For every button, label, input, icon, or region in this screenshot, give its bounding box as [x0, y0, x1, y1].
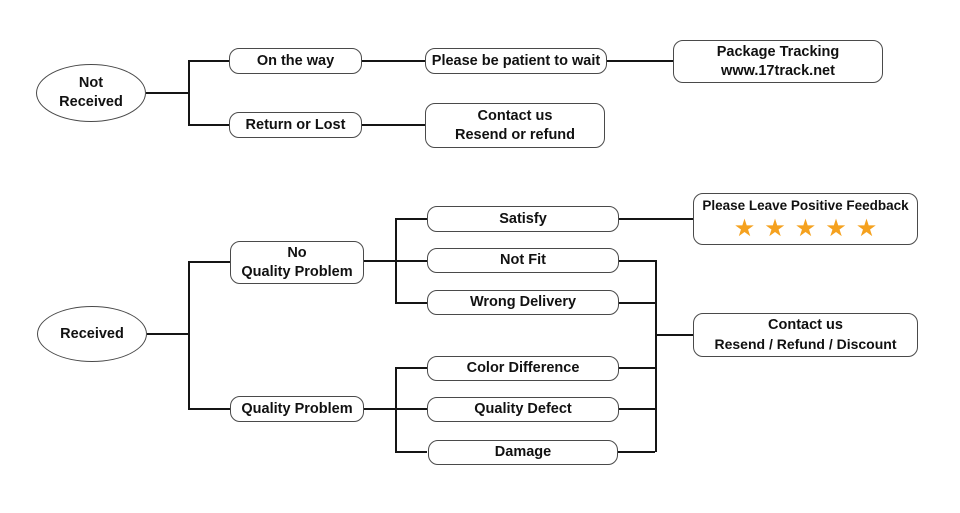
node-on-the-way: On the way [229, 48, 362, 74]
node-received: Received [37, 306, 147, 362]
connector [619, 367, 655, 369]
connector [364, 408, 427, 410]
node-label: Quality Problem [241, 263, 353, 280]
node-return-or-lost: Return or Lost [229, 112, 362, 138]
node-wrong-delivery: Wrong Delivery [427, 290, 619, 315]
connector [188, 261, 230, 263]
node-color-difference: Color Difference [427, 356, 619, 381]
connector [362, 124, 425, 126]
connector [188, 61, 190, 125]
node-not-fit: Not Fit [427, 248, 619, 273]
connector [188, 262, 190, 409]
connector [362, 60, 425, 62]
node-label: Please Leave Positive Feedback [702, 198, 909, 214]
connector [619, 218, 693, 220]
node-damage: Damage [428, 440, 618, 465]
connector [619, 302, 655, 304]
node-satisfy: Satisfy [427, 206, 619, 232]
connector [395, 451, 427, 453]
connector [188, 60, 229, 62]
star-rating-icon: ★★★★★ [733, 213, 887, 242]
connector [655, 260, 657, 452]
node-label: Not Fit [500, 252, 546, 269]
node-positive-feedback: Please Leave Positive Feedback ★★★★★ [693, 193, 918, 245]
connector [146, 92, 188, 94]
connector [364, 260, 427, 262]
node-package-tracking: Package Tracking www.17track.net [673, 40, 883, 83]
node-label: Not [78, 75, 104, 92]
tracking-url: www.17track.net [721, 62, 835, 79]
connector [395, 302, 427, 304]
node-label: Contact us [477, 107, 553, 124]
node-label: No [287, 244, 307, 261]
connector [655, 334, 693, 336]
connector [147, 333, 188, 335]
node-label: Received [59, 94, 123, 110]
connector [395, 368, 397, 452]
connector [395, 367, 427, 369]
node-label: Wrong Delivery [469, 294, 577, 311]
node-be-patient: Please be patient to wait [425, 48, 607, 74]
node-contact-resend-refund: Contact us Resend or refund [425, 103, 605, 148]
connector [188, 408, 230, 410]
node-label: Return or Lost [245, 116, 346, 133]
connector [395, 218, 427, 220]
node-label: Package Tracking [716, 43, 840, 60]
node-quality-problem: Quality Problem [230, 396, 364, 422]
node-not-received: Not Received [36, 64, 146, 122]
connector [607, 60, 673, 62]
node-label: Damage [494, 444, 552, 461]
node-label: Color Difference [466, 360, 580, 377]
node-no-quality-problem: No Quality Problem [230, 241, 364, 284]
node-label: Please be patient to wait [431, 52, 601, 69]
connector [188, 124, 229, 126]
node-contact-resend-refund-discount: Contact us Resend / Refund / Discount [693, 313, 918, 357]
node-label: On the way [256, 52, 335, 69]
node-label: Satisfy [499, 210, 547, 227]
node-label: Quality Problem [241, 400, 353, 417]
node-quality-defect: Quality Defect [427, 397, 619, 422]
node-label: Received [60, 325, 124, 342]
node-label: Resend / Refund / Discount [714, 336, 897, 353]
node-label: Quality Defect [474, 401, 572, 418]
connector [619, 260, 655, 262]
node-label: Resend or refund [454, 126, 576, 143]
connector [619, 408, 655, 410]
connector [618, 451, 655, 453]
node-label: Contact us [768, 317, 843, 334]
